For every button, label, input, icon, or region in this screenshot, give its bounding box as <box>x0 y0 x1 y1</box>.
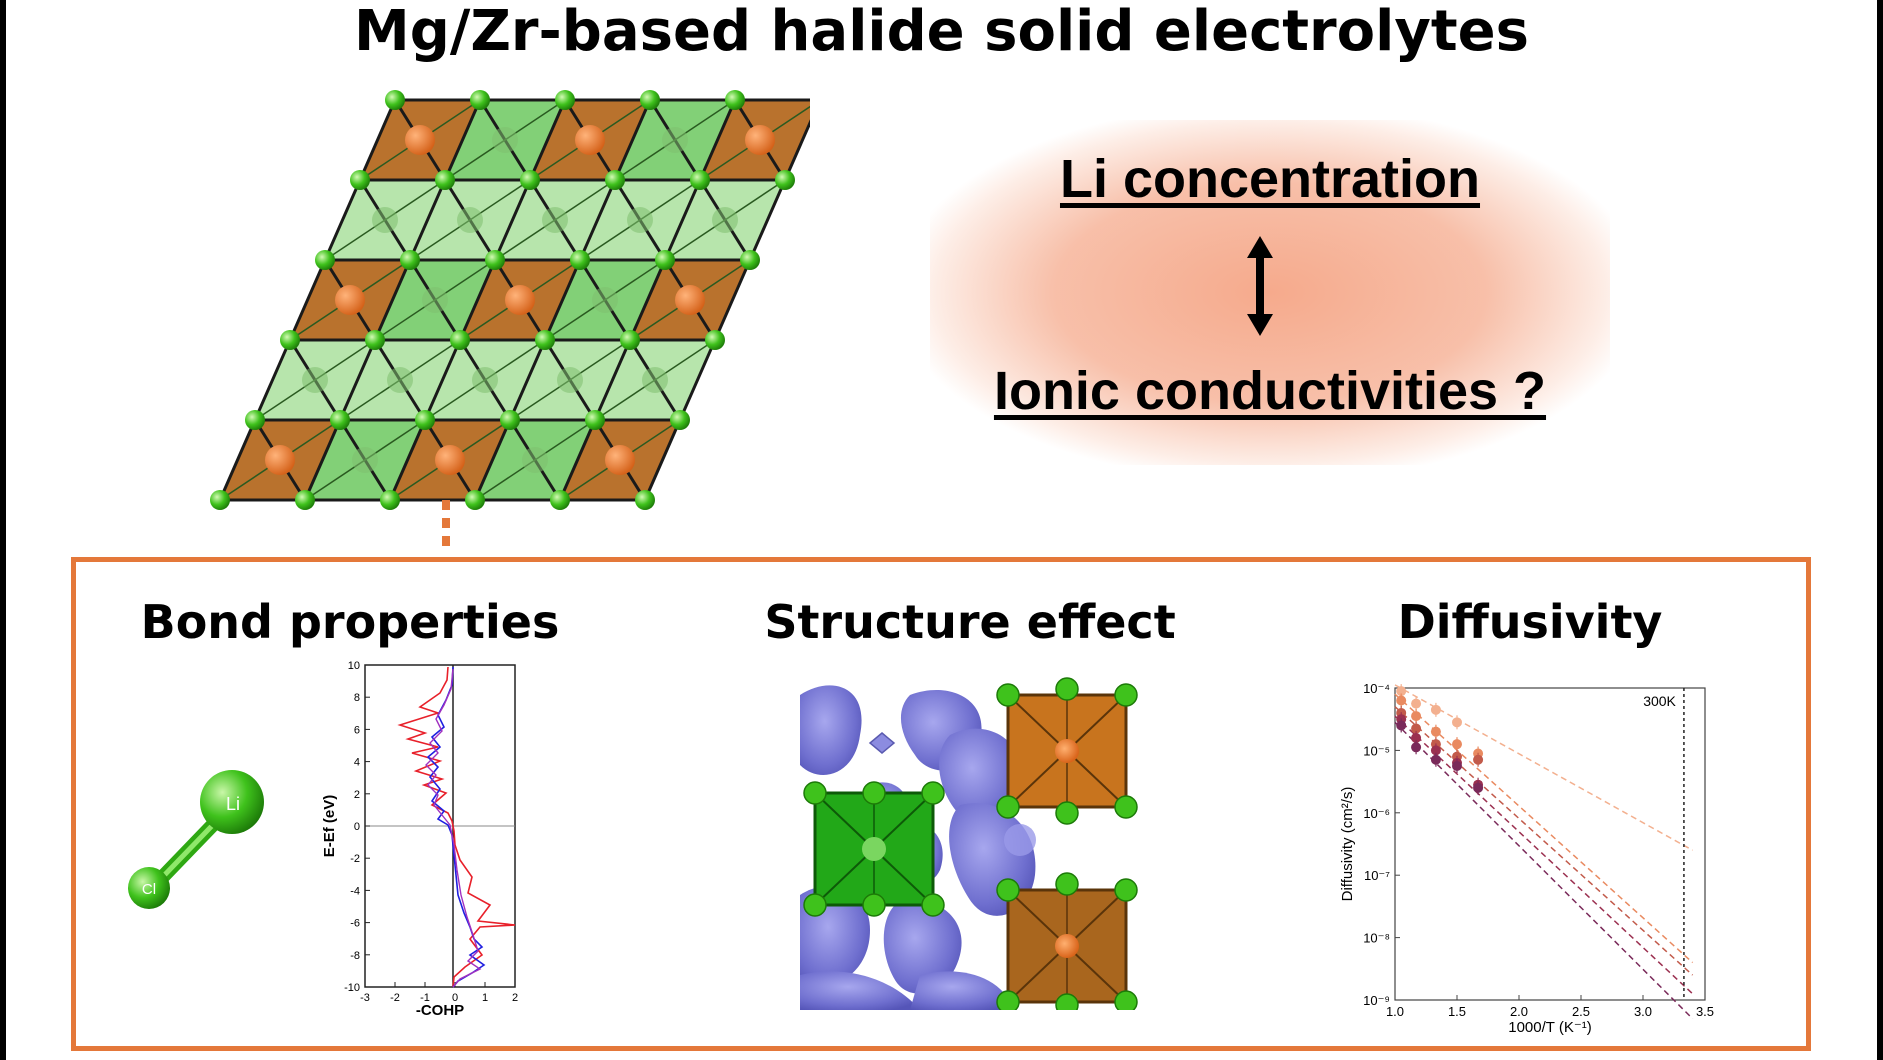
cohp-ytick-label: 2 <box>354 789 360 801</box>
cl-atom <box>128 867 170 909</box>
analysis-panel <box>71 557 1811 1051</box>
small-diamond-icon <box>868 732 896 754</box>
diffusivity-plot: 10⁻⁴ 10⁻⁵ 10⁻⁶ 10⁻⁷ 10⁻⁸ 10⁻⁹ 1.0 1.5 2.0 2.5 3.0… <box>1339 681 1714 1036</box>
cohp-xlabel: -COHP <box>416 1002 464 1019</box>
frame-right-border <box>1877 0 1883 1060</box>
diffusivity-point <box>1452 717 1462 728</box>
question-ionic-conductivities: Ionic conductivities ? <box>993 361 1547 421</box>
diffusivity-fit-line <box>1394 706 1694 976</box>
section-title-diffusivity: Diffusivity <box>1397 595 1663 649</box>
cohp-ytick-label: 8 <box>354 692 360 704</box>
diffusivity-point <box>1396 695 1407 706</box>
diffusivity-xtick-label: 2.0 <box>1510 1004 1528 1019</box>
diffusivity-point <box>1411 698 1422 709</box>
crystal-lattice-illustration <box>210 90 810 510</box>
orange-octahedron-bottom <box>1006 888 1128 1004</box>
diffusivity-point <box>1452 761 1462 771</box>
diffusivity-point <box>1396 720 1407 731</box>
diffusivity-point <box>1411 742 1422 753</box>
diffusivity-xtick-label: 1.0 <box>1386 1004 1404 1019</box>
diffusivity-ytick-label: 10⁻⁷ <box>1364 868 1390 883</box>
question-highlight <box>930 120 1610 465</box>
li-atom-label: Li <box>226 794 240 814</box>
lattice-centers <box>265 125 775 475</box>
diffusivity-point <box>1430 754 1441 765</box>
cohp-xtick-label: 2 <box>512 992 518 1004</box>
diffusivity-xtick-label: 2.5 <box>1572 1004 1590 1019</box>
diffusivity-point <box>1430 704 1441 715</box>
diffusivity-axes-frame <box>1394 687 1706 1001</box>
lattice-atoms <box>210 90 795 510</box>
section-title-structure: Structure effect <box>764 595 1176 649</box>
diffusivity-ytick-label: 10⁻⁶ <box>1363 806 1390 821</box>
diffusivity-xtick-label: 3.5 <box>1696 1004 1714 1019</box>
diffusivity-ylabel: Diffusivity (cm²/s) <box>1339 787 1356 902</box>
cohp-ytick-label: -8 <box>350 950 360 962</box>
diffusivity-point <box>1473 782 1484 793</box>
cohp-blue-curve <box>426 666 486 988</box>
cohp-xtick-label: 1 <box>482 992 488 1004</box>
diffusivity-300k-label: 300K <box>1643 693 1676 709</box>
cohp-ytick-label: 0 <box>354 821 360 833</box>
frame-left-border <box>0 0 6 1060</box>
diffusivity-xtick-label: 3.0 <box>1634 1004 1652 1019</box>
cl-atom-label: Cl <box>142 881 156 898</box>
diffusivity-fit-line <box>1394 715 1694 995</box>
dotted-connector <box>442 500 450 552</box>
double-arrow-icon <box>1247 236 1273 336</box>
page-title: Mg/Zr-based halide solid electrolytes <box>354 0 1529 64</box>
cohp-xtick-label: -1 <box>420 992 430 1004</box>
cohp-ytick-label: 4 <box>354 757 360 769</box>
green-octahedron <box>813 791 935 907</box>
diffusivity-point <box>1430 726 1441 737</box>
diffusivity-fit-line <box>1394 684 1693 851</box>
cohp-ytick-label: -2 <box>350 853 360 865</box>
cohp-ytick-label: -10 <box>344 982 360 994</box>
structure-isosurface-illustration <box>800 677 1138 1010</box>
diffusivity-point <box>1396 686 1407 697</box>
diffusivity-point <box>1411 711 1422 722</box>
diffusivity-point <box>1411 723 1422 734</box>
diffusivity-ytick-label: 10⁻⁹ <box>1363 993 1390 1008</box>
diffusivity-ytick-label: 10⁻⁴ <box>1363 681 1390 696</box>
structure-green-atoms <box>803 677 1138 1010</box>
cohp-purple-curve <box>425 668 482 988</box>
diffusivity-ytick-label: 10⁻⁸ <box>1363 931 1390 946</box>
cohp-xtick-label: 0 <box>452 992 458 1004</box>
cohp-xtick-label: -2 <box>390 992 400 1004</box>
cohp-xtick-label: -3 <box>360 992 370 1004</box>
diffusivity-point <box>1452 739 1462 750</box>
section-title-bond: Bond properties <box>140 595 560 649</box>
cohp-ytick-label: 6 <box>354 724 360 736</box>
diffusivity-point <box>1430 745 1441 756</box>
cohp-ytick-label: -6 <box>350 918 360 930</box>
orange-octahedron-top <box>1006 693 1128 809</box>
li-cl-bond-model: Li Cl <box>128 770 264 909</box>
li-atom <box>200 770 264 834</box>
cohp-red-curve <box>397 666 516 988</box>
diffusivity-point <box>1411 732 1422 743</box>
diffusivity-fit-line <box>1394 693 1694 964</box>
diffusivity-xtick-label: 1.5 <box>1448 1004 1466 1019</box>
question-li-concentration: Li concentration <box>1059 149 1481 209</box>
cohp-ylabel: E-Ef (eV) <box>321 795 338 858</box>
cohp-ytick-label: 10 <box>348 660 360 672</box>
diffusivity-ytick-label: 10⁻⁵ <box>1363 743 1390 758</box>
diffusivity-point <box>1473 754 1484 765</box>
diffusivity-fit-line <box>1394 721 1694 1020</box>
cohp-ytick-label: -4 <box>350 885 360 897</box>
diffusivity-xlabel: 1000/T (K⁻¹) <box>1508 1019 1592 1036</box>
